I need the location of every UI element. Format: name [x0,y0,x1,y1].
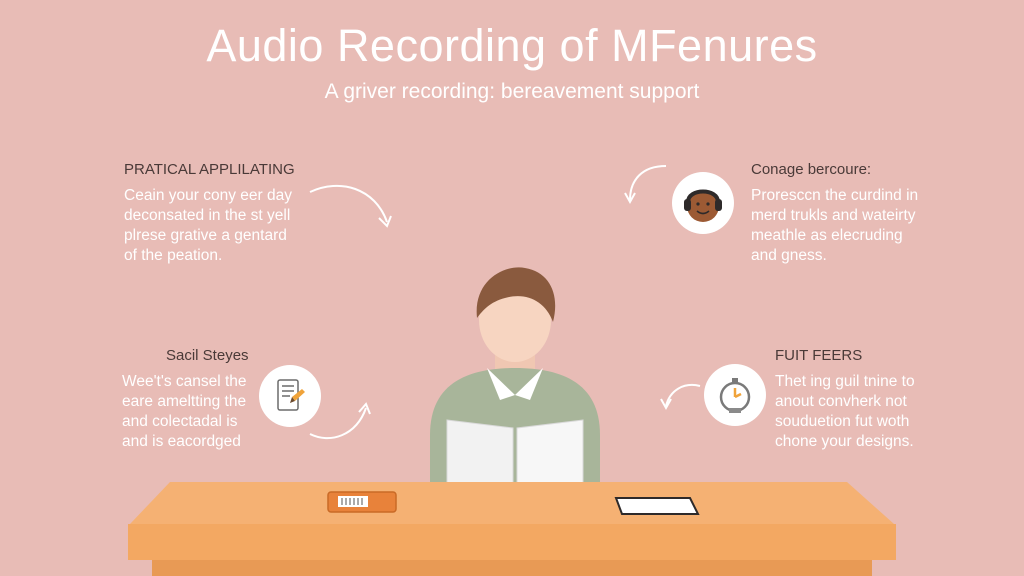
courage-block: Conage bercoure: Proresccn the curdind i… [751,160,918,266]
fruit-fears-block: FUIT FEERS Thet ing guil tnine to anout … [775,346,915,452]
practical-line-1: Ceain your cony eer day [124,187,293,204]
fruit-fears-line-4: chone your designs. [775,433,914,450]
practical-line-2: deconsated in the st yell [124,207,291,224]
arrow-bottom-left [309,402,371,439]
fruit-fears-heading: FUIT FEERS [775,347,863,364]
page-title: Audio Recording of MFenures [206,20,818,71]
page-subtitle: A griver recording: bereavement support [324,80,700,103]
social-heading: Sacil Steyes [166,347,249,364]
social-line-4: and is eacordged [122,433,241,450]
arrow-bottom-right [660,384,701,411]
desk [128,482,896,576]
courage-heading: Conage bercoure: [751,161,872,178]
courage-line-4: and gness. [751,247,827,264]
practical-heading: PRATICAL APPLILATING [124,161,295,178]
social-line-3: and colectadal is [122,413,238,430]
courage-line-3: meathle as elecruding [751,227,903,244]
courage-line-2: merd trukls and wateirty [751,207,916,224]
practical-line-4: of the peation. [124,247,223,264]
practical-line-3: plrese grative a gentard [124,227,287,244]
stopwatch-icon [704,364,766,426]
fruit-fears-line-1: Thet ing guil tnine to [775,373,915,390]
courage-line-1: Proresccn the curdind in [751,187,919,204]
tablet-icon [614,497,700,515]
social-line-2: eare ameltting the [122,393,247,410]
social-block: Sacil Steyes Wee't's cansel the eare ame… [122,346,249,452]
audio-recorder-icon [327,491,397,513]
headphones-person-icon [672,172,734,234]
fruit-fears-line-3: souduetion fut woth [775,413,910,430]
social-line-1: Wee't's cansel the [122,373,247,390]
arrow-top-left [309,184,392,228]
document-pencil-icon [259,365,321,427]
practical-block: PRATICAL APPLILATING Ceain your cony eer… [124,160,295,266]
fruit-fears-line-2: anout convherk not [775,393,907,410]
arrow-top-right [624,165,667,205]
